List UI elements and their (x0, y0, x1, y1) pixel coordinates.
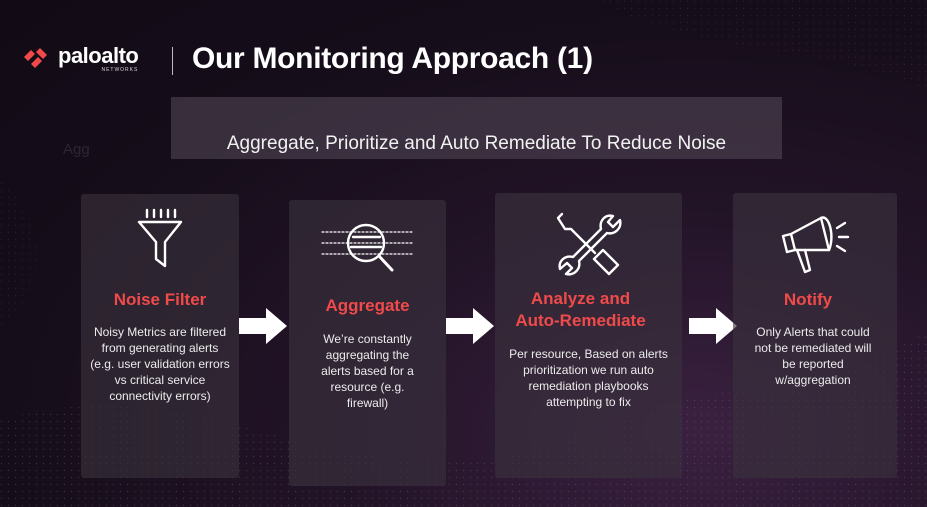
arrow-right-icon (239, 308, 287, 344)
arrow-right-icon (446, 308, 494, 344)
megaphone-icon (781, 216, 850, 274)
paloalto-logo-mark (24, 48, 47, 68)
ghost-text: Agg (63, 141, 90, 158)
step-title: Analyze and (530, 289, 631, 308)
tools-icon (556, 212, 622, 276)
funnel-icon (137, 208, 183, 268)
step-card-aggregate: Aggregate We’re constantly aggregating t… (289, 200, 446, 486)
step-card-noise-filter: Noise Filter Noisy Metrics are filtered … (81, 194, 239, 478)
subtitle-bar: Aggregate, Prioritize and Auto Remediate… (171, 97, 782, 159)
step-title: Aggregate (325, 296, 410, 315)
step-description: We’re constantly aggregating the alerts … (321, 332, 414, 410)
magnifier-icon (320, 223, 415, 272)
brand-name: paloalto (58, 43, 139, 68)
title-divider (172, 47, 173, 75)
step-description: Only Alerts that could not be remediated… (754, 325, 872, 387)
step-card-analyze-remediate: Analyze and Auto-Remediate Per resource,… (495, 193, 682, 478)
arrow-right-icon (689, 308, 737, 344)
step-title: Noise Filter (113, 290, 207, 309)
step-card-notify: Notify Only Alerts that could not be rem… (733, 193, 897, 478)
page-title: Our Monitoring Approach (1) (192, 42, 593, 75)
step-title-line2: Auto-Remediate (515, 311, 646, 330)
subtitle: Aggregate, Prioritize and Auto Remediate… (226, 133, 727, 154)
step-title: Notify (783, 290, 833, 309)
step-description: Noisy Metrics are filtered from generati… (90, 325, 230, 403)
step-description: Per resource, Based on alerts prioritiza… (509, 347, 668, 409)
paloalto-logo: paloalto NETWORKS (22, 43, 139, 73)
brand-tagline: NETWORKS (101, 67, 139, 73)
